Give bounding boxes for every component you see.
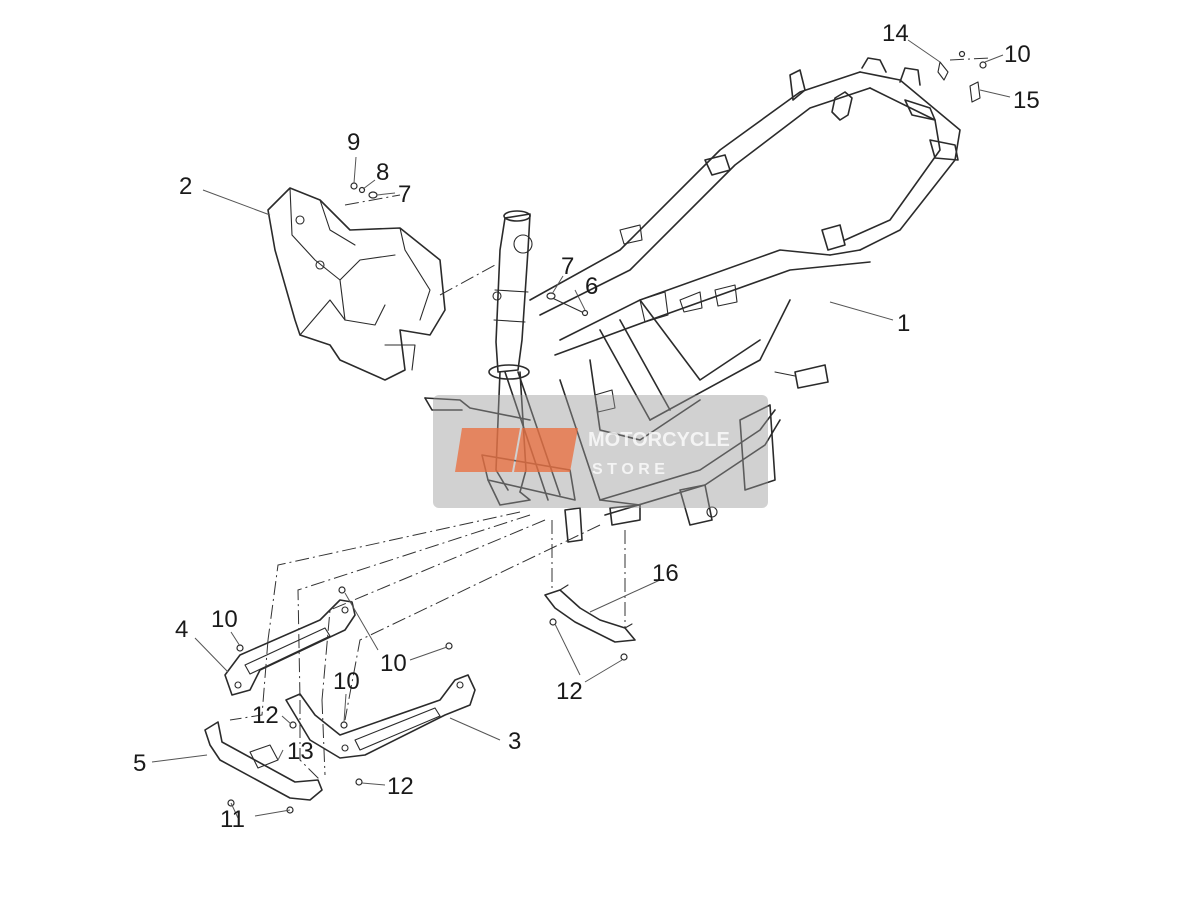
watermark-logo-right	[514, 428, 578, 472]
callout-10-rear: 10	[1004, 41, 1031, 68]
callout-6: 6	[585, 273, 598, 300]
callout-2: 2	[179, 173, 192, 200]
front-bracket	[267, 187, 446, 381]
callout-14: 14	[882, 20, 909, 47]
callout-16: 16	[652, 560, 679, 587]
assembly-lines	[229, 57, 991, 781]
callout-13: 13	[287, 738, 314, 765]
watermark-line1: MOTORCYCLE	[588, 429, 730, 451]
watermark-line2: S T O R E	[592, 461, 665, 478]
callout-10-left: 10	[211, 606, 238, 633]
left-footboard-bracket	[224, 599, 356, 696]
watermark-logo-left	[455, 428, 520, 472]
callout-4: 4	[175, 616, 188, 643]
right-footboard-bracket	[285, 674, 476, 759]
callout-12-left: 12	[252, 702, 279, 729]
leader-lines	[151, 39, 1011, 819]
callout-1: 1	[897, 310, 910, 337]
callout-15: 15	[1013, 87, 1040, 114]
callout-12-right: 12	[556, 678, 583, 705]
bottom-bracket	[544, 584, 636, 643]
callout-12-bottom: 12	[387, 773, 414, 800]
callout-7-center: 7	[561, 253, 574, 280]
callout-7-bracket: 7	[398, 181, 411, 208]
callout-9: 9	[347, 129, 360, 156]
callout-8: 8	[376, 159, 389, 186]
callout-10-lower: 10	[333, 668, 360, 695]
callout-3: 3	[508, 728, 521, 755]
callout-11: 11	[220, 806, 245, 833]
callout-10-mid: 10	[380, 650, 407, 677]
watermark: MOTORCYCLE S T O R E	[433, 395, 768, 508]
callouts: 1 2 3 4 5 6 7 7 8 9 10 10 10 10 11 12 12…	[133, 20, 1040, 833]
callout-5: 5	[133, 750, 146, 777]
